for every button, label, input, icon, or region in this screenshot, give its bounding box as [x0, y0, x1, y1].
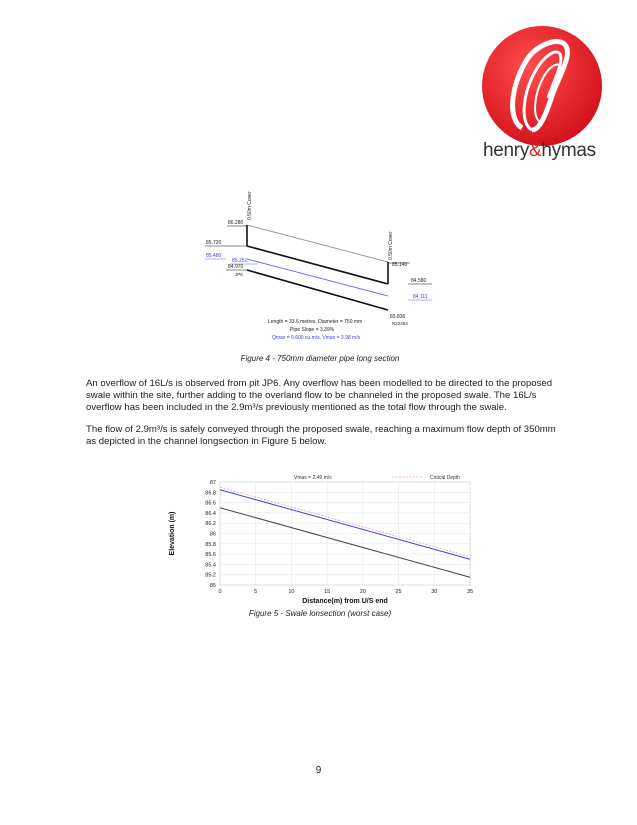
y-tick-label: 85.8 [205, 542, 216, 548]
elevation-label: 86.280 [228, 220, 244, 226]
elevation-label: 83.836 [390, 314, 406, 320]
series-line [219, 507, 471, 578]
elevation-label: 85.140 [392, 262, 408, 268]
y-tick-label: 86.2 [205, 521, 216, 527]
x-tick-label: 10 [288, 589, 294, 595]
paragraph-flow: The flow of 2.9m³/s is safely conveyed t… [86, 424, 556, 447]
brand-name: henry&hymas [483, 140, 596, 161]
series-line [219, 486, 471, 558]
x-tick-label: 15 [324, 589, 330, 595]
y-tick-label: 85.2 [205, 573, 216, 579]
hydraulic-grade-line [246, 258, 389, 297]
cover-label-right: 0.50m Cover [388, 231, 394, 260]
x-tick-label: 0 [218, 589, 221, 595]
company-logo [478, 22, 606, 150]
x-tick-label: 20 [360, 589, 366, 595]
legend-label: Critical Depth [430, 475, 460, 481]
surface-line [246, 224, 389, 263]
y-axis-label: Elevation (m) [169, 512, 176, 556]
y-tick-label: 86 [210, 532, 216, 538]
pipe-obvert-line [246, 245, 389, 285]
series-line [219, 489, 471, 560]
elevation-label: 84.111 [413, 294, 428, 300]
pipe-invert-line [246, 269, 389, 311]
x-tick-label: 30 [431, 589, 437, 595]
y-tick-label: 85 [210, 583, 216, 589]
pipe-length-diameter: Length = 33.6 metres, Diameter = 750 mm [268, 319, 362, 325]
pipe-long-section-figure: 0.50m Cover 0.50m Cover 86.280 85.720 85… [200, 188, 460, 348]
elevation-label: 85.480 [206, 253, 222, 259]
paragraph-overflow: An overflow of 16L/s is observed from pi… [86, 378, 553, 413]
x-tick-label: 5 [254, 589, 257, 595]
pipe-slope: Pipe Slope = 3.39% [290, 327, 335, 333]
swale-longsection-chart: 0 5 10 15 20 25 30 35 85 85.2 85.4 85.6 85.8 86 86.2 86… [160, 470, 480, 620]
elevation-label: 84.970 [228, 264, 244, 270]
vmax-annotation: Vmax = 2.49 m/s [294, 475, 332, 481]
pit-label: JP6 [235, 272, 243, 277]
y-tick-label: 87 [210, 480, 216, 486]
page-number: 9 [315, 765, 322, 776]
elevation-label: 84.580 [411, 278, 427, 284]
y-tick-label: 86.4 [205, 511, 216, 517]
y-tick-label: 85.4 [205, 562, 216, 568]
figure5-caption: Figure 5 - Swale lonsection (worst case) [248, 609, 392, 618]
elevation-label: 85.720 [206, 240, 222, 246]
x-tick-label: 25 [396, 589, 402, 595]
y-tick-label: 86.6 [205, 501, 216, 507]
elevation-label: 85.251 [232, 258, 248, 264]
cover-label-left: 0.50m Cover [247, 191, 253, 220]
y-tick-label: 86.8 [205, 490, 216, 496]
figure4-caption: Figure 4 - 750mm diameter pipe long sect… [240, 354, 400, 363]
pipe-flow: Qmax = 0.600 cu.m/s, Vmax = 3.98 m/s [272, 335, 361, 341]
x-axis-label: Distance(m) from U/S end [302, 598, 388, 605]
y-tick-label: 85.6 [205, 552, 216, 558]
node-label: N22453 [392, 321, 408, 326]
x-tick-label: 35 [467, 589, 473, 595]
